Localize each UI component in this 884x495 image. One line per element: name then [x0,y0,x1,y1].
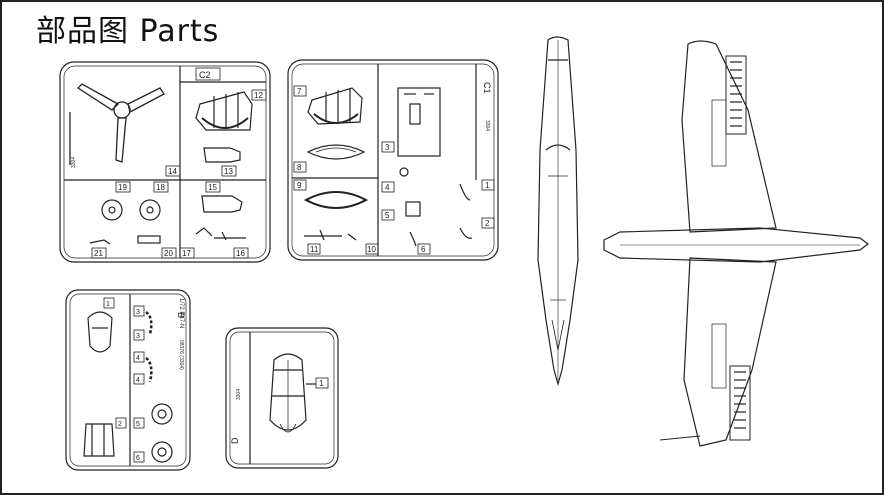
cowling-part [195,91,253,131]
svg-text:5: 5 [385,211,390,220]
svg-text:1: 1 [106,301,110,308]
sprue-c2 [59,61,271,263]
part-20 [137,235,161,244]
page-title: 部品图 Parts [36,14,220,49]
svg-text:4: 4 [136,377,140,384]
svg-text:15: 15 [208,183,217,192]
sprue-c1-label: C1 [482,82,492,94]
aircraft-planform [603,40,869,447]
sprue-d-label: D [230,437,240,444]
svg-text:2: 2 [485,219,490,228]
svg-text:3: 3 [136,333,140,340]
sprue-c1 [287,59,499,261]
fuselage-side-view [537,36,579,387]
sprue-b [65,289,191,471]
svg-text:3304: 3304 [71,157,77,168]
svg-text:13: 13 [224,167,233,176]
sprue-b-labels: B 1/72 P47-N 08376 (3304) 1 2 3 4 5 6 3 … [106,298,186,462]
sprue-d [225,327,339,469]
svg-text:08376 (3304): 08376 (3304) [178,340,184,370]
svg-text:3304: 3304 [484,120,490,131]
svg-text:18: 18 [156,183,165,192]
svg-text:21: 21 [94,249,103,258]
svg-text:1: 1 [319,379,324,388]
propeller-part [69,83,165,165]
svg-text:1: 1 [485,181,490,190]
svg-text:19: 19 [118,183,127,192]
svg-text:5: 5 [136,421,140,428]
sprue-c2-label: C2 [199,70,211,80]
part-15 [201,195,243,213]
wheel-18 [139,199,161,221]
svg-text:4: 4 [385,183,390,192]
svg-text:3304: 3304 [236,389,242,400]
svg-text:7: 7 [297,87,302,96]
part-13 [203,147,241,163]
svg-text:11: 11 [310,245,319,254]
svg-text:3: 3 [136,309,140,316]
svg-text:12: 12 [254,91,263,100]
svg-text:10: 10 [367,245,376,254]
part-16-17 [195,227,246,241]
wheel-19 [101,199,123,221]
svg-text:8: 8 [297,163,302,172]
svg-text:16: 16 [236,249,245,258]
svg-text:20: 20 [164,249,173,258]
svg-text:2: 2 [118,421,122,428]
sprue-b-label: B [176,312,186,318]
svg-text:6: 6 [421,245,426,254]
svg-text:3: 3 [385,143,390,152]
sprue-d-labels: D 3304 1 [230,379,324,444]
svg-text:14: 14 [168,167,177,176]
sprue-c1-labels: C1 3304 1 2 3 4 5 6 7 8 9 10 11 [297,82,492,254]
part-21 [89,239,111,245]
svg-text:4: 4 [136,355,140,362]
svg-text:17: 17 [182,249,191,258]
svg-text:6: 6 [136,455,140,462]
svg-text:1/72 P47-N: 1/72 P47-N [178,298,184,328]
svg-text:9: 9 [297,181,302,190]
sprue-c2-labels: C2 12 13 14 15 16 17 18 19 20 21 3304 [71,70,263,258]
